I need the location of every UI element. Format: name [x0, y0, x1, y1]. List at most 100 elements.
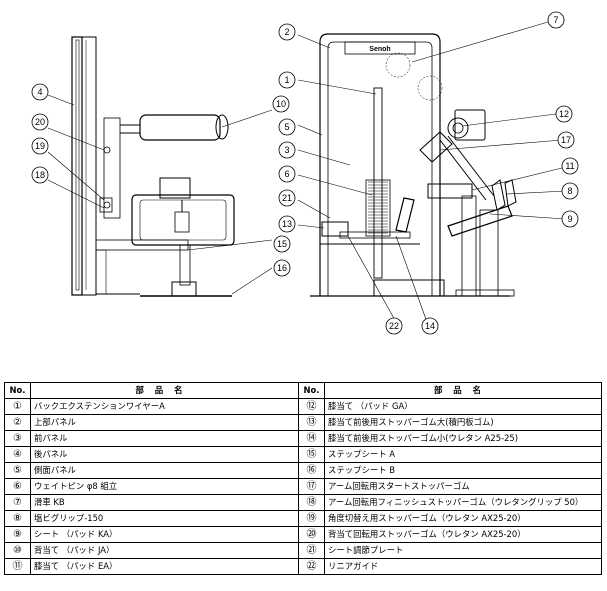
- part-number: ③: [4, 430, 31, 447]
- svg-text:7: 7: [553, 15, 558, 25]
- part-name: ウェイトピン φ8 組立: [30, 478, 299, 495]
- part-name: 前パネル: [30, 430, 299, 447]
- part-number: ⑰: [298, 478, 325, 495]
- callout-1: 1: [278, 71, 296, 89]
- svg-text:13: 13: [282, 219, 292, 229]
- svg-text:15: 15: [277, 239, 287, 249]
- callout-2: 2: [278, 23, 296, 41]
- part-name: ステップシート B: [324, 462, 602, 479]
- part-number: ⑤: [4, 462, 31, 479]
- part-number: ①: [4, 398, 31, 415]
- callouts: 4 20 19 18 10 15 16 2 1 5 3 6 21 13 22 1…: [31, 11, 579, 335]
- callout-8: 8: [561, 182, 579, 200]
- part-number: ⑨: [4, 526, 31, 543]
- part-name: 塩ビグリップ-150: [30, 510, 299, 527]
- svg-text:6: 6: [284, 169, 289, 179]
- part-number: ⑪: [4, 558, 31, 575]
- part-name: バックエクステンションワイヤーA: [30, 398, 299, 415]
- callout-9: 9: [561, 210, 579, 228]
- callout-4: 4: [31, 83, 49, 101]
- callout-14: 14: [421, 317, 439, 335]
- part-name: アーム回転用フィニッシュストッパーゴム（ウレタングリップ 50）: [324, 494, 602, 511]
- part-number: ⑮: [298, 446, 325, 463]
- svg-text:4: 4: [37, 87, 42, 97]
- svg-text:22: 22: [389, 321, 399, 331]
- leader-lines: [47, 21, 567, 326]
- part-name: 後パネル: [30, 446, 299, 463]
- part-name: 膝当て （パッド EA）: [30, 558, 299, 575]
- callout-10: 10: [272, 95, 290, 113]
- brand-logo: Senoh: [369, 46, 390, 53]
- callout-13: 13: [278, 215, 296, 233]
- part-number: ⑯: [298, 462, 325, 479]
- svg-text:3: 3: [284, 145, 289, 155]
- part-name: シート調節プレート: [324, 542, 602, 559]
- front-view: Senoh: [310, 33, 517, 297]
- part-name: リニアガイド: [324, 558, 602, 575]
- callout-16: 16: [273, 259, 291, 277]
- svg-text:10: 10: [276, 99, 286, 109]
- header-name-right: 部品名: [324, 382, 602, 399]
- svg-text:17: 17: [561, 135, 571, 145]
- part-name: 角度切替え用ストッパーゴム（ウレタン AX25-20）: [324, 510, 602, 527]
- part-number: ⑱: [298, 494, 325, 511]
- svg-text:12: 12: [559, 109, 569, 119]
- part-number: ⑳: [298, 526, 325, 543]
- part-number: ⑲: [298, 510, 325, 527]
- callout-19: 19: [31, 137, 49, 155]
- callout-21: 21: [278, 189, 296, 207]
- side-view: [71, 36, 235, 297]
- svg-text:9: 9: [567, 214, 572, 224]
- callout-17: 17: [557, 131, 575, 149]
- part-number: ⑫: [298, 398, 325, 415]
- callout-7: 7: [547, 11, 565, 29]
- callout-6: 6: [278, 165, 296, 183]
- callout-20: 20: [31, 113, 49, 131]
- svg-text:16: 16: [277, 263, 287, 273]
- part-number: ⑬: [298, 414, 325, 431]
- svg-text:21: 21: [282, 193, 292, 203]
- callout-18: 18: [31, 166, 49, 184]
- svg-text:8: 8: [567, 186, 572, 196]
- header-no-left: No.: [4, 382, 31, 399]
- part-name: 膝当て （パッド GA）: [324, 398, 602, 415]
- header-name-left: 部品名: [30, 382, 299, 399]
- table-header-row: No. 部品名 No. 部品名: [4, 382, 602, 399]
- part-number: ②: [4, 414, 31, 431]
- header-no-right: No.: [298, 382, 325, 399]
- part-name: アーム回転用スタートストッパーゴム: [324, 478, 602, 495]
- part-number: ㉑: [298, 542, 325, 559]
- machine-diagram: Senoh: [31, 11, 579, 335]
- svg-text:14: 14: [425, 321, 435, 331]
- callout-15: 15: [273, 235, 291, 253]
- part-name: 上部パネル: [30, 414, 299, 431]
- svg-text:5: 5: [284, 122, 289, 132]
- part-number: ⑩: [4, 542, 31, 559]
- part-name: 背当て回転用ストッパーゴム（ウレタン AX25-20）: [324, 526, 602, 543]
- part-name: シート （パッド KA）: [30, 526, 299, 543]
- part-number: ⑦: [4, 494, 31, 511]
- callout-5: 5: [278, 118, 296, 136]
- part-name: 膝当て前後用ストッパーゴム大(積円板ゴム): [324, 414, 602, 431]
- svg-text:19: 19: [35, 141, 45, 151]
- part-number: ⑧: [4, 510, 31, 527]
- part-number: ④: [4, 446, 31, 463]
- callout-22: 22: [385, 317, 403, 335]
- callout-3: 3: [278, 141, 296, 159]
- svg-text:2: 2: [284, 27, 289, 37]
- part-name: ステップシート A: [324, 446, 602, 463]
- part-number: ⑭: [298, 430, 325, 447]
- svg-text:1: 1: [284, 75, 289, 85]
